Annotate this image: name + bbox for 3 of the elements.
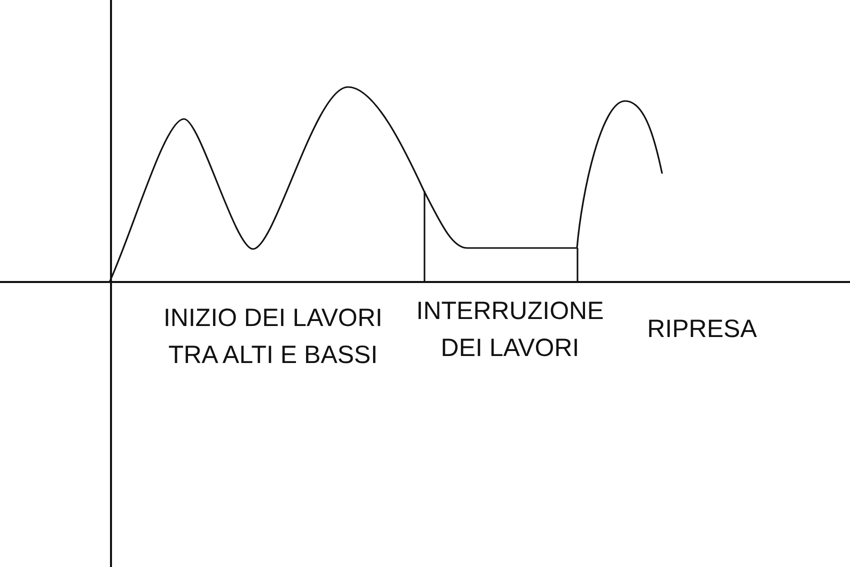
- phase-label: INTERRUZIONE DEI LAVORI: [415, 296, 605, 364]
- phase-label: RIPRESA: [647, 314, 757, 345]
- phase-label: INIZIO DEI LAVORI TRA ALTI E BASSI: [162, 303, 384, 371]
